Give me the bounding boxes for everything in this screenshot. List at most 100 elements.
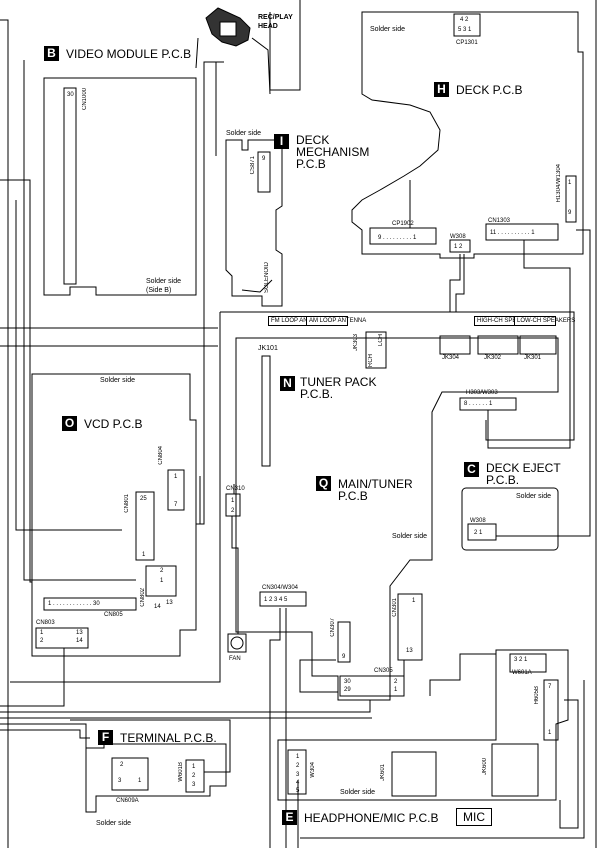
cn801-label: CN801 xyxy=(124,494,130,513)
rch-label: RCH xyxy=(368,354,374,367)
cn805-connector xyxy=(43,597,137,611)
video-side-b: (Side B) xyxy=(146,287,172,294)
cn1303-label: CN1303 xyxy=(488,218,511,224)
cp1902-label: CP1902 xyxy=(392,221,414,227)
w601b-pin2: 2 xyxy=(192,773,196,779)
cn801-bot: 1 xyxy=(142,552,146,558)
headphone-solder-side: Solder side xyxy=(340,789,376,796)
cn305-r2b: 1 xyxy=(394,687,398,693)
cp1301-connector xyxy=(453,13,481,37)
cn305-connector xyxy=(339,675,405,697)
cp1902-pins: 9 . . . . . . . . . 1 xyxy=(378,235,417,241)
cp1902-connector xyxy=(369,227,437,245)
deck-mechanism-board-outline xyxy=(225,139,283,307)
cs871-pin: 9 xyxy=(262,156,266,162)
jk600-jack xyxy=(491,743,539,797)
deck-solder-side: Solder side xyxy=(370,26,406,33)
cn1000-label: CN1000 xyxy=(82,88,88,111)
cn310-pin1: 1 xyxy=(231,498,235,504)
w601b-connector xyxy=(185,759,205,793)
fm-antenna-label: FM LOOP ANTENNA xyxy=(268,316,328,326)
cn307-label: CN307 xyxy=(330,618,336,637)
w304-pin2: 2 xyxy=(296,763,300,769)
mic-label: MIC xyxy=(456,808,492,826)
deck-mech-title-1: DECK xyxy=(296,133,330,147)
cn801-connector xyxy=(135,491,155,561)
w304-pin3: 3 xyxy=(296,772,300,778)
h605b-connector xyxy=(543,679,559,741)
board-letter-i: I xyxy=(274,134,289,149)
w601a-label: W601A xyxy=(512,670,532,676)
fan-icon xyxy=(227,633,247,653)
deck-eject-board-outline xyxy=(461,487,559,551)
terminal-board-outline xyxy=(85,743,227,813)
cn804-bot: 7 xyxy=(174,502,178,508)
cn310-pin2: 2 xyxy=(231,508,235,514)
tuner-frame xyxy=(220,311,575,441)
vcd-title: VCD P.C.B xyxy=(84,417,143,431)
video-solder-side: Solder side xyxy=(146,278,182,285)
cn307-connector xyxy=(337,621,351,663)
low-ch-label: LOW-CH SPEAKERS xyxy=(514,316,575,326)
tuner-frame-left xyxy=(10,312,221,683)
rec-play-head-icon xyxy=(205,7,251,47)
cs871-connector xyxy=(257,151,271,193)
w601a-pins: 3 2 1 xyxy=(514,657,528,663)
cn805-label: CN805 xyxy=(104,612,123,618)
cn803-r2b: 14 xyxy=(76,638,83,644)
high-ch-label: HIGH-CH SPEAKERS xyxy=(474,316,537,326)
cn803-r2a: 2 xyxy=(40,638,44,644)
tuner-pack-title-1: TUNER PACK xyxy=(300,375,377,389)
deck-eject-title-1: DECK EJECT xyxy=(486,461,561,475)
rec-play-head-label-2: HEAD xyxy=(258,23,278,30)
deck-mech-title-2: MECHANISM xyxy=(296,145,370,159)
w308-eject-connector xyxy=(467,523,497,541)
cn801-top: 25 xyxy=(140,496,147,502)
deck-title: DECK P.C.B xyxy=(456,83,523,97)
w601b-pin1: 1 xyxy=(192,764,196,770)
h303-pins: 8 . . . . . . 1 xyxy=(464,401,493,407)
cn1000-pin: 30 xyxy=(67,92,74,98)
cn802-p2: 2 xyxy=(160,568,164,574)
jk304-jack xyxy=(439,335,471,355)
h1304-connector xyxy=(565,175,577,223)
cn609a-p2: 2 xyxy=(120,762,124,768)
w308-eject-pins: 2 1 xyxy=(474,530,483,536)
deck-eject-title-2: P.C.B. xyxy=(486,473,520,487)
main-tuner-title-2: P.C.B xyxy=(338,489,368,503)
board-letter-q: Q xyxy=(316,476,331,491)
deck-eject-solder-side: Solder side xyxy=(516,493,552,500)
board-letter-o: O xyxy=(62,416,77,431)
w304-pin4: 4 xyxy=(296,780,300,786)
cn305-r1b: 2 xyxy=(394,679,398,685)
cp1301-label: CP1301 xyxy=(456,40,478,46)
solenoid-label: SOLENOID xyxy=(264,262,270,294)
main-tuner-title-1: MAIN/TUNER xyxy=(338,477,413,491)
cn609a-label: CN609A xyxy=(116,798,139,804)
cn609a-p1: 1 xyxy=(138,778,142,784)
jk301-jack xyxy=(519,335,557,355)
video-module-title: VIDEO MODULE P.C.B xyxy=(66,47,192,61)
cn305-r1a: 30 xyxy=(344,679,351,685)
w308-deck-label: W308 xyxy=(450,234,466,240)
main-solder-side: Solder side xyxy=(392,533,428,540)
w308-deck-connector xyxy=(449,239,471,253)
cn301-connector xyxy=(397,593,423,661)
cp1301-pins-bot: 5 3 1 xyxy=(458,27,472,33)
deck-mech-solder-side: Solder side xyxy=(226,130,262,137)
tuner-pack-title-2: P.C.B. xyxy=(300,387,334,401)
cn803-r1a: 1 xyxy=(40,630,44,636)
jk304-label: JK304 xyxy=(442,355,460,361)
vcd-board-outline xyxy=(31,373,197,657)
terminal-title: TERMINAL P.C.B. xyxy=(120,731,217,745)
cn804-label: CN804 xyxy=(158,446,164,465)
jk601-label: JK601 xyxy=(380,764,386,782)
cn1303-pins: 11 . . . . . . . . . . 1 xyxy=(490,230,535,236)
board-letter-f: F xyxy=(98,730,113,745)
board-letter-h: H xyxy=(434,82,449,97)
fan-label: FAN xyxy=(229,656,241,662)
cp1301-pins-top: 4 2 xyxy=(460,17,469,23)
tuner-pack-module xyxy=(261,355,271,467)
jk600-label: JK600 xyxy=(482,758,488,776)
